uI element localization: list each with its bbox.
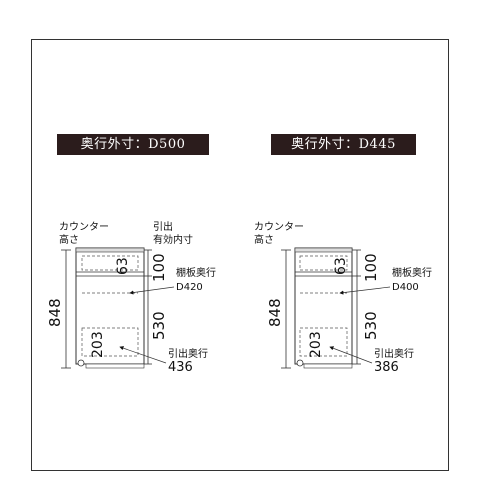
- overall-height-value: 848: [46, 298, 64, 327]
- shelf-depth-value: D400: [392, 282, 419, 293]
- drawer-label-line1: 引出: [153, 220, 173, 233]
- overall-height-value: 848: [266, 298, 284, 327]
- drawer-depth-value: 386: [374, 360, 399, 375]
- counter-height-label-line1: カウンター: [59, 221, 109, 233]
- shelf-depth-label: 棚板奥行: [392, 266, 432, 279]
- depth-banner-left: 奥行外寸：D500: [57, 134, 209, 155]
- inner-bottom-value: 203: [308, 331, 324, 358]
- counter-height-label-line1: カウンター: [254, 221, 304, 233]
- drawer-depth-value: 436: [168, 360, 193, 375]
- inner-top-value: 63: [115, 257, 131, 275]
- depth-banner-right: 奥行外寸：D445: [271, 134, 416, 155]
- drawer-depth-label: 引出奥行: [374, 347, 414, 360]
- counter-height-label-line2: 高さ: [254, 233, 274, 246]
- counter-height-label-line2: 高さ: [59, 233, 79, 246]
- dim-mid-value: 530: [362, 311, 380, 340]
- shelf-depth-label: 棚板奥行: [176, 266, 216, 279]
- inner-bottom-value: 203: [90, 331, 106, 358]
- dim-top-value: 100: [150, 253, 168, 282]
- dim-top-value: 100: [362, 253, 380, 282]
- shelf-depth-value: D420: [176, 282, 203, 293]
- drawer-label-line2: 有効内寸: [153, 233, 193, 246]
- dim-mid-value: 530: [150, 311, 168, 340]
- outer-frame: [31, 39, 449, 471]
- drawer-depth-label: 引出奥行: [168, 347, 208, 360]
- cabinet-left: カウンター 高さ 引出 有効内寸 848 63 203 100 530: [46, 220, 216, 375]
- inner-top-value: 63: [333, 257, 349, 275]
- cabinet-right: カウンター 高さ 848 63 203 100 530 棚板奥行 D400 引出…: [254, 221, 432, 375]
